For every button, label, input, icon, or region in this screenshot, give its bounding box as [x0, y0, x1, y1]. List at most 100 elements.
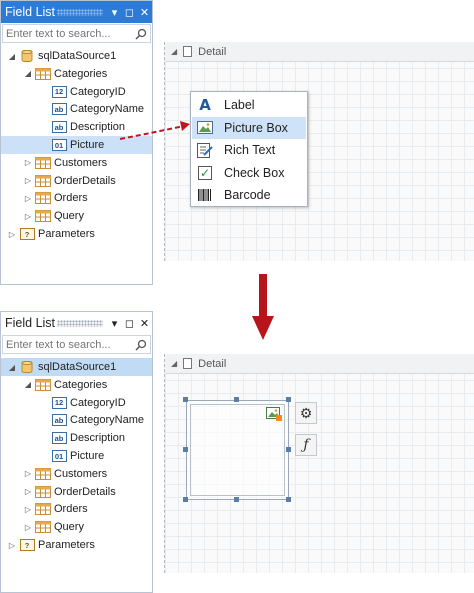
tree-item-label: Orders	[54, 503, 88, 516]
menu-item-rich-text[interactable]: Rich Text	[192, 139, 306, 161]
expand-icon[interactable]: ▷	[24, 176, 32, 186]
collapse-icon[interactable]: ◢	[171, 359, 178, 368]
tree-item-query[interactable]: ▷Query	[1, 518, 152, 536]
pin-dropdown-icon[interactable]: ▾	[111, 317, 118, 330]
tree-spacer	[39, 87, 49, 97]
detail-band-label: Detail	[198, 45, 227, 58]
search-input[interactable]	[6, 27, 134, 40]
table-icon	[35, 485, 51, 499]
menu-item-picture-box[interactable]: Picture Box	[192, 116, 306, 139]
tree-item-customers[interactable]: ▷Customers	[1, 154, 152, 172]
tree-item-label: Orders	[54, 192, 88, 205]
menu-item-label: Label	[224, 98, 255, 112]
expand-icon[interactable]: ▷	[24, 504, 32, 514]
table-icon	[35, 520, 51, 534]
tree-item-query[interactable]: ▷Query	[1, 207, 152, 225]
tree-item-customers[interactable]: ▷Customers	[1, 465, 152, 483]
tree-item-categories[interactable]: ◢ Categories	[1, 65, 152, 83]
table-icon	[35, 174, 51, 188]
resize-handle-s[interactable]	[234, 497, 239, 502]
resize-handle-nw[interactable]	[183, 397, 188, 402]
search-icon[interactable]	[134, 338, 148, 352]
search-input[interactable]	[6, 338, 134, 351]
tree-item-label: Picture	[70, 139, 105, 151]
report-designer-surface-bottom[interactable]: ◢ Detail	[164, 354, 474, 573]
report-designer-surface-top[interactable]: ◢ Detail	[164, 42, 474, 261]
database-icon	[19, 360, 35, 374]
tree-item-orders[interactable]: ▷ Orders	[1, 500, 152, 518]
expand-icon[interactable]: ▷	[8, 229, 16, 239]
resize-handle-e[interactable]	[286, 447, 291, 452]
tree-item-label: Categories	[54, 67, 108, 80]
tree-item-categories[interactable]: ◢Categories	[1, 376, 152, 394]
menu-item-label: Check Box	[224, 165, 285, 180]
menu-item-label: Rich Text	[224, 143, 276, 157]
resize-handle-sw[interactable]	[183, 497, 188, 502]
maximize-icon[interactable]: ◻	[124, 6, 135, 19]
expand-icon[interactable]: ▷	[24, 193, 32, 203]
resize-handle-n[interactable]	[234, 397, 239, 402]
tree-item-sqldatasource1[interactable]: ◢sqlDataSource1	[1, 47, 152, 65]
collapse-icon[interactable]: ◢	[24, 69, 32, 79]
collapse-icon[interactable]: ◢	[171, 47, 178, 56]
detail-band-header[interactable]: ◢ Detail	[165, 42, 474, 62]
tree-item-parameters[interactable]: ▷?Parameters	[1, 536, 152, 554]
tree-item-orderdetails[interactable]: ▷OrderDetails	[1, 172, 152, 190]
expand-icon[interactable]: ▷	[8, 540, 16, 550]
field-list-title: Field List	[5, 316, 56, 330]
search-box	[2, 335, 151, 354]
close-icon[interactable]: ✕	[139, 6, 150, 19]
picture-box-icon	[266, 407, 282, 421]
collapse-icon[interactable]: ◢	[8, 51, 16, 61]
tree-item-label: CategoryName	[70, 414, 144, 427]
pin-dropdown-icon[interactable]: ▾	[111, 6, 118, 19]
tree-spacer	[39, 140, 49, 150]
tree-item-label: Parameters	[38, 539, 95, 551]
tree-spacer	[39, 122, 49, 132]
tree-item-orders[interactable]: ▷ Orders	[1, 189, 152, 207]
table-icon	[35, 156, 51, 170]
rich-text-icon	[196, 142, 214, 158]
tree-item-sqldatasource1[interactable]: ◢sqlDataSource1	[1, 358, 152, 376]
tree-spacer	[39, 398, 49, 408]
expand-icon[interactable]: ▷	[24, 469, 32, 479]
picture-box-border	[190, 404, 285, 496]
expand-icon[interactable]: ▷	[24, 487, 32, 497]
table-icon	[35, 378, 51, 392]
expand-icon[interactable]: ▷	[24, 522, 32, 532]
expand-icon[interactable]: ▷	[24, 158, 32, 168]
resize-handle-w[interactable]	[183, 447, 188, 452]
tree-item-parameters[interactable]: ▷?Parameters	[1, 225, 152, 243]
table-icon	[35, 191, 51, 205]
binary-field-icon: 01	[51, 138, 67, 152]
drag-grip[interactable]	[57, 8, 103, 16]
tree-item-label: CategoryID	[70, 85, 126, 98]
resize-handle-ne[interactable]	[286, 397, 291, 402]
menu-item-barcode[interactable]: Barcode	[192, 184, 306, 206]
collapse-icon[interactable]: ◢	[24, 380, 32, 390]
detail-band-header[interactable]: ◢ Detail	[165, 354, 474, 374]
search-icon[interactable]	[134, 27, 148, 41]
maximize-icon[interactable]: ◻	[124, 317, 135, 330]
resize-handle-se[interactable]	[286, 497, 291, 502]
close-icon[interactable]: ✕	[139, 317, 150, 330]
picture-box-control[interactable]	[186, 400, 289, 500]
tree-item-orderdetails[interactable]: ▷OrderDetails	[1, 483, 152, 501]
drag-grip[interactable]	[57, 319, 103, 327]
menu-item-check-box[interactable]: ✓Check Box	[192, 162, 306, 184]
expand-icon[interactable]: ▷	[24, 211, 32, 221]
search-box	[2, 24, 151, 43]
collapse-icon[interactable]: ◢	[8, 362, 16, 372]
expression-button[interactable]: ƒ	[295, 434, 317, 456]
smart-tag-gear-button[interactable]: ⚙	[295, 402, 317, 424]
